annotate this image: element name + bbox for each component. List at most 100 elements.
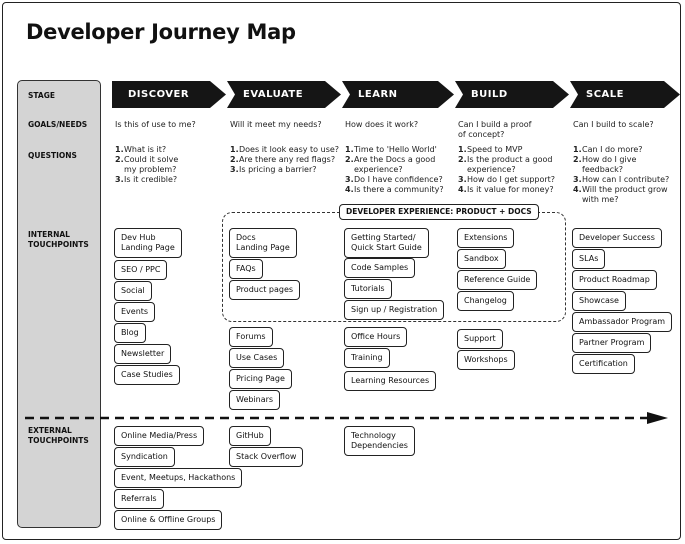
stage-arrow-shape <box>455 81 569 108</box>
stage-learn: LEARN <box>342 81 455 108</box>
question-text: What is it? <box>124 145 167 154</box>
question-number: 4. <box>345 185 354 194</box>
touchpoint-box: Event, Meetups, Hackathons <box>114 468 243 488</box>
question-number: 3. <box>115 175 124 184</box>
touchpoint-box: Stack Overflow <box>229 447 304 467</box>
question-text: Is there a community? <box>354 185 444 194</box>
question-number: 1. <box>573 145 582 154</box>
touchpoint-box: Product Roadmap <box>572 270 657 290</box>
touchpoint-box: Training <box>344 348 390 368</box>
touchpoint-box: Docs Landing Page <box>229 228 297 258</box>
journey-timeline-arrow <box>25 412 668 424</box>
question-text: Can I do more? <box>582 145 643 154</box>
touchpoint-box: Getting Started/ Quick Start Guide <box>344 228 429 258</box>
touchpoint-box: Events <box>114 302 156 322</box>
touchpoint-box: FAQs <box>229 259 263 279</box>
row-label-panel <box>17 80 101 528</box>
question-text: Speed to MVP <box>467 145 523 154</box>
touchpoint-box: GitHub <box>229 426 271 446</box>
question-text: Do I have confidence? <box>354 175 443 184</box>
questions-discover: 1.What is it?2.Could it solve my problem… <box>115 145 227 185</box>
stage-build: BUILD <box>455 81 570 108</box>
touchpoint-box: Pricing Page <box>229 369 292 389</box>
question-text: Is it credible? <box>124 175 178 184</box>
touchpoint-box: Reference Guide <box>457 270 538 290</box>
question-item: 3.Is it credible? <box>115 175 227 185</box>
row-label-goals: GOALS/NEEDS <box>28 120 88 129</box>
question-number: 2. <box>230 155 239 164</box>
touchpoint-box: Partner Program <box>572 333 652 353</box>
touchpoint-box: Product pages <box>229 280 301 300</box>
stage-discover: DISCOVER <box>112 81 227 108</box>
developer-experience-label: DEVELOPER EXPERIENCE: PRODUCT + DOCS <box>339 204 539 220</box>
touchpoint-box: Changelog <box>457 291 514 311</box>
touchpoint-box: SLAs <box>572 249 606 269</box>
question-item: 2.Are the Docs a good experience? <box>345 155 457 175</box>
touchpoint-box: Sandbox <box>457 249 506 269</box>
question-number: 2. <box>345 155 354 164</box>
question-item: 2.Is the product a good experience? <box>458 155 570 175</box>
touchpoint-box: Webinars <box>229 390 281 410</box>
question-text: Is pricing a barrier? <box>239 165 317 174</box>
touchpoint-box: Extensions <box>457 228 515 248</box>
question-number: 3. <box>345 175 354 184</box>
questions-learn: 1.Time to 'Hello World'2.Are the Docs a … <box>345 145 457 195</box>
touchpoint-box: Code Samples <box>344 258 416 278</box>
touchpoint-box: Sign up / Registration <box>344 300 445 320</box>
question-item: 4.Is there a community? <box>345 185 457 195</box>
touchpoint-box: Ambassador Program <box>572 312 673 332</box>
question-number: 3. <box>230 165 239 174</box>
question-text: Could it solve my problem? <box>124 155 179 174</box>
question-number: 4. <box>573 185 582 194</box>
touchpoint-box: Syndication <box>114 447 175 467</box>
touchpoint-box: Use Cases <box>229 348 285 368</box>
goal-evaluate: Will it meet my needs? <box>230 120 322 129</box>
touchpoint-box: Learning Resources <box>344 371 437 391</box>
question-text: Are the Docs a good experience? <box>354 155 436 174</box>
stage-label: DISCOVER <box>128 89 190 100</box>
touchpoint-box: SEO / PPC <box>114 260 168 280</box>
question-number: 3. <box>458 175 467 184</box>
row-label-stage: STAGE <box>28 91 56 100</box>
question-text: Does it look easy to use? <box>239 145 340 154</box>
row-label-internal: INTERNAL TOUCHPOINTS <box>28 230 89 249</box>
question-number: 3. <box>573 175 582 184</box>
goal-learn: How does it work? <box>345 120 419 129</box>
touchpoint-box: Case Studies <box>114 365 180 385</box>
question-number: 4. <box>458 185 467 194</box>
touchpoint-box: Online Media/Press <box>114 426 205 446</box>
touchpoint-box: Forums <box>229 327 273 347</box>
question-item: 3.How can I contribute? <box>573 175 685 185</box>
touchpoint-box: Tutorials <box>344 279 392 299</box>
question-text: Are there any red flags? <box>239 155 336 164</box>
touchpoint-box: Technology Dependencies <box>344 426 415 456</box>
question-item: 1.Can I do more? <box>573 145 685 155</box>
questions-evaluate: 1.Does it look easy to use?2.Are there a… <box>230 145 342 175</box>
question-text: How do I get support? <box>467 175 556 184</box>
question-number: 2. <box>458 155 467 164</box>
touchpoint-box: Blog <box>114 323 146 343</box>
touchpoint-box: Referrals <box>114 489 164 509</box>
question-item: 1.Time to 'Hello World' <box>345 145 457 155</box>
touchpoint-box: Support <box>457 329 503 349</box>
stage-label: SCALE <box>586 89 624 100</box>
touchpoint-box: Showcase <box>572 291 626 311</box>
touchpoint-box: Developer Success <box>572 228 662 248</box>
questions-scale: 1.Can I do more?2.How do I give feedback… <box>573 145 685 205</box>
question-item: 3.How do I get support? <box>458 175 570 185</box>
stage-label: LEARN <box>358 89 398 100</box>
question-text: Is it value for money? <box>467 185 554 194</box>
question-item: 4.Is it value for money? <box>458 185 570 195</box>
question-text: How do I give feedback? <box>582 155 637 174</box>
question-item: 1.Speed to MVP <box>458 145 570 155</box>
question-item: 2.How do I give feedback? <box>573 155 685 175</box>
stage-label: BUILD <box>471 89 508 100</box>
goal-build: Can I build a proof of concept? <box>458 120 532 139</box>
question-number: 1. <box>345 145 354 154</box>
row-label-external: EXTERNAL TOUCHPOINTS <box>28 426 89 445</box>
touchpoint-box: Newsletter <box>114 344 172 364</box>
question-number: 1. <box>230 145 239 154</box>
touchpoint-box: Dev Hub Landing Page <box>114 228 182 258</box>
stage-evaluate: EVALUATE <box>227 81 342 108</box>
